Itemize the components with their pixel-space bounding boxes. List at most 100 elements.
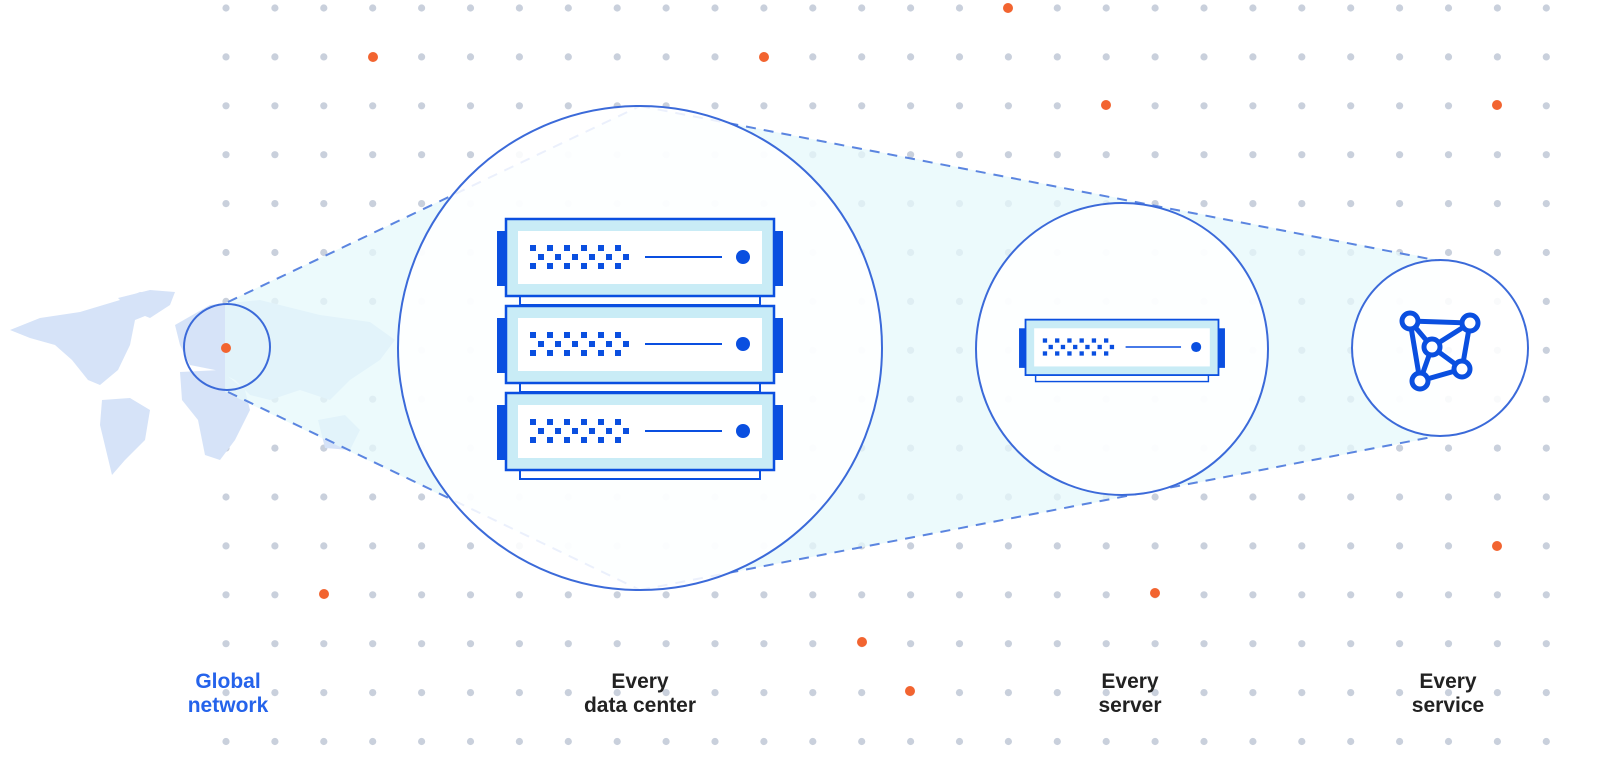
grid-dot bbox=[1200, 689, 1208, 697]
grid-dot bbox=[858, 737, 866, 746]
grid-dot bbox=[222, 689, 230, 697]
grid-dot bbox=[955, 53, 964, 61]
grid-dot bbox=[760, 102, 768, 110]
grid-dot bbox=[760, 737, 768, 746]
grid-dot bbox=[271, 542, 279, 550]
grid-dot bbox=[1102, 591, 1110, 599]
grid-dot bbox=[858, 591, 866, 599]
grid-dot bbox=[1396, 737, 1404, 746]
grid-dot bbox=[1151, 4, 1159, 12]
label-global-network: Global network bbox=[128, 670, 328, 718]
grid-dot bbox=[613, 53, 621, 61]
label-every-service: Every service bbox=[1348, 670, 1548, 718]
grid-dot bbox=[222, 102, 230, 110]
grid-dot bbox=[1444, 640, 1453, 648]
grid-dot bbox=[418, 542, 426, 550]
grid-dot bbox=[222, 151, 230, 159]
grid-dot bbox=[711, 102, 719, 110]
grid-dot bbox=[1493, 493, 1501, 501]
grid-dot bbox=[1053, 640, 1061, 648]
highlight-dot bbox=[759, 52, 769, 62]
grid-dot bbox=[1444, 102, 1453, 110]
grid-dot bbox=[369, 737, 377, 746]
grid-dot bbox=[1053, 542, 1061, 550]
grid-dot bbox=[1347, 53, 1355, 61]
highlight-dot bbox=[1003, 3, 1013, 13]
grid-dot bbox=[271, 737, 279, 746]
grid-dot bbox=[564, 737, 572, 746]
grid-dot bbox=[222, 4, 230, 12]
grid-dot bbox=[955, 689, 964, 697]
grid-dot bbox=[711, 53, 719, 61]
grid-dot bbox=[1102, 151, 1110, 159]
grid-dot bbox=[1102, 4, 1110, 12]
grid-dot bbox=[466, 689, 475, 697]
grid-dot bbox=[1347, 102, 1355, 110]
grid-dot bbox=[1053, 151, 1061, 159]
grid-dot bbox=[662, 53, 670, 61]
grid-dot bbox=[418, 591, 426, 599]
grid-dot bbox=[222, 737, 230, 746]
highlight-dot bbox=[1150, 588, 1160, 598]
global-network-circle bbox=[183, 303, 271, 391]
grid-dot bbox=[1053, 4, 1061, 12]
grid-dot bbox=[1298, 200, 1306, 208]
grid-dot bbox=[271, 444, 279, 452]
grid-dot bbox=[271, 53, 279, 61]
highlight-dot bbox=[1101, 100, 1111, 110]
grid-dot bbox=[1053, 591, 1061, 599]
label-line: Every bbox=[1419, 670, 1477, 693]
grid-dot bbox=[1249, 102, 1257, 110]
grid-dot bbox=[955, 640, 964, 648]
grid-dot bbox=[222, 200, 230, 208]
grid-dot bbox=[1444, 689, 1453, 697]
grid-dot bbox=[222, 493, 230, 501]
grid-dot bbox=[369, 542, 377, 550]
grid-dot bbox=[1396, 151, 1404, 159]
grid-dot bbox=[271, 640, 279, 648]
grid-dot bbox=[1004, 542, 1013, 550]
grid-dot bbox=[907, 102, 915, 110]
grid-dot bbox=[1102, 53, 1110, 61]
grid-dot bbox=[1542, 297, 1550, 305]
grid-dot bbox=[1444, 444, 1453, 452]
grid-dot bbox=[369, 4, 377, 12]
grid-dot bbox=[1444, 493, 1453, 501]
grid-dot bbox=[1493, 640, 1501, 648]
grid-dot bbox=[1396, 53, 1404, 61]
grid-dot bbox=[1298, 737, 1306, 746]
grid-dot bbox=[1347, 542, 1355, 550]
grid-dot bbox=[1249, 151, 1257, 159]
grid-dot bbox=[907, 151, 915, 159]
grid-dot bbox=[466, 591, 475, 599]
grid-dot bbox=[466, 4, 475, 12]
grid-dot bbox=[1200, 542, 1208, 550]
grid-dot bbox=[1396, 689, 1404, 697]
grid-dot bbox=[564, 689, 572, 697]
grid-dot bbox=[1347, 591, 1355, 599]
grid-dot bbox=[1542, 53, 1550, 61]
grid-dot bbox=[1249, 737, 1257, 746]
grid-dot bbox=[1004, 591, 1013, 599]
grid-dot bbox=[418, 102, 426, 110]
grid-dot bbox=[1542, 346, 1550, 354]
grid-dot bbox=[369, 200, 377, 208]
highlight-dot bbox=[368, 52, 378, 62]
grid-dot bbox=[1004, 53, 1013, 61]
grid-dot bbox=[1004, 102, 1013, 110]
grid-dot bbox=[809, 640, 817, 648]
grid-dot bbox=[1249, 640, 1257, 648]
grid-dot bbox=[271, 493, 279, 501]
grid-dot bbox=[320, 493, 328, 501]
grid-dot bbox=[711, 4, 719, 12]
grid-dot bbox=[320, 737, 328, 746]
grid-dot bbox=[1493, 53, 1501, 61]
grid-dot bbox=[466, 542, 475, 550]
grid-dot bbox=[1493, 4, 1501, 12]
label-every-server: Every server bbox=[1030, 670, 1230, 718]
grid-dot bbox=[1542, 737, 1550, 746]
label-line: service bbox=[1411, 694, 1485, 717]
grid-dot bbox=[1542, 493, 1550, 501]
grid-dot bbox=[1298, 151, 1306, 159]
grid-dot bbox=[907, 53, 915, 61]
